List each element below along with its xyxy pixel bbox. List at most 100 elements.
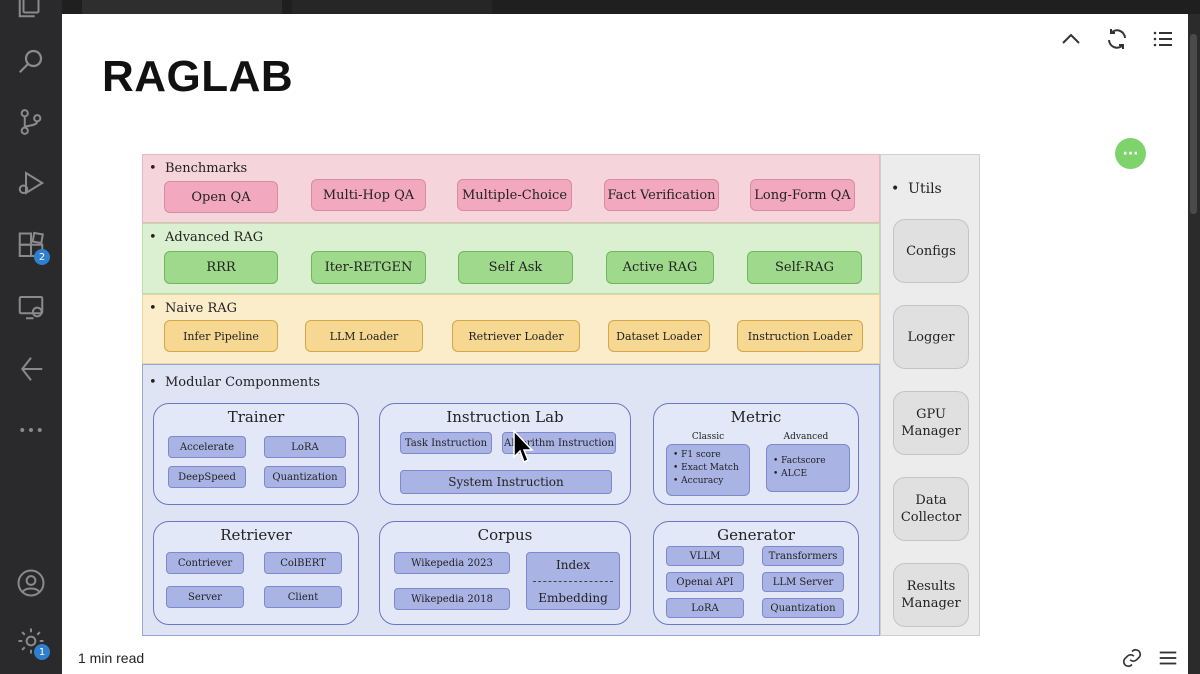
generator-transformers: Transformers bbox=[762, 546, 844, 566]
generator-title: Generator bbox=[717, 526, 795, 544]
metric-title: Metric bbox=[730, 408, 782, 426]
trainer-title: Trainer bbox=[227, 408, 285, 426]
activity-bar: 2 1 bbox=[0, 0, 62, 674]
menu-icon[interactable] bbox=[1156, 646, 1180, 670]
advanced-rag-label: Advanced RAG bbox=[165, 230, 264, 245]
naive-retriever-loader: Retriever Loader bbox=[452, 320, 580, 352]
more-options-icon[interactable]: ··· bbox=[1115, 138, 1146, 169]
trainer-lora: LoRA bbox=[264, 436, 346, 458]
corpus-embedding: Embedding bbox=[538, 590, 608, 605]
util-results-manager: Results Manager bbox=[893, 563, 969, 627]
refresh-icon[interactable] bbox=[1104, 26, 1130, 52]
instruction-task: Task Instruction bbox=[400, 432, 492, 454]
metric-f1-score: F1 score bbox=[673, 449, 743, 462]
instruction-lab-title: Instruction Lab bbox=[446, 408, 564, 426]
retriever-server: Server bbox=[166, 586, 244, 608]
metric-advanced-box: Factscore ALCE bbox=[766, 444, 850, 492]
remote-explorer-icon[interactable] bbox=[14, 290, 48, 324]
run-debug-icon[interactable] bbox=[14, 166, 48, 200]
search-icon[interactable] bbox=[14, 44, 48, 78]
more-icon[interactable] bbox=[14, 413, 48, 447]
trainer-deepspeed: DeepSpeed bbox=[168, 466, 246, 488]
tab-inactive[interactable] bbox=[292, 0, 492, 14]
corpus-index-embedding: Index Embedding bbox=[526, 552, 620, 610]
utils-label: Utils bbox=[908, 181, 942, 197]
benchmarks-label: Benchmarks bbox=[165, 161, 248, 176]
metric-accuracy: Accuracy bbox=[673, 475, 743, 488]
scrollbar[interactable] bbox=[1188, 14, 1200, 674]
explorer-icon[interactable] bbox=[14, 0, 48, 22]
settings-badge: 1 bbox=[34, 644, 50, 660]
retriever-contriever: Contriever bbox=[166, 552, 244, 574]
generator-vllm: VLLM bbox=[666, 546, 744, 566]
mouse-pointer-icon bbox=[513, 429, 534, 464]
settings-gear-icon[interactable]: 1 bbox=[14, 624, 50, 660]
read-time: 1 min read bbox=[78, 650, 145, 666]
naive-dataset-loader: Dataset Loader bbox=[608, 320, 710, 352]
metric-group: Metric Classic Advanced F1 score Exact M… bbox=[653, 403, 859, 505]
advanced-rag-band: •Advanced RAG RRR Iter-RETGEN Self Ask A… bbox=[142, 223, 880, 294]
retriever-title: Retriever bbox=[220, 526, 292, 544]
util-logger: Logger bbox=[893, 305, 969, 369]
outline-list-icon[interactable] bbox=[1150, 26, 1176, 52]
metric-factscore: Factscore bbox=[773, 455, 843, 468]
corpus-title: Corpus bbox=[477, 526, 533, 544]
naive-instruction-loader: Instruction Loader bbox=[737, 320, 863, 352]
metric-classic-label: Classic bbox=[691, 432, 725, 442]
generator-lora: LoRA bbox=[666, 598, 744, 618]
timeline-icon[interactable] bbox=[14, 352, 48, 386]
benchmark-fact-verification: Fact Verification bbox=[604, 179, 719, 211]
util-data-collector: Data Collector bbox=[893, 477, 969, 541]
scrollbar-thumb[interactable] bbox=[1190, 34, 1197, 214]
naive-rag-label: Naive RAG bbox=[165, 301, 238, 316]
utils-panel: • Utils Configs Logger GPU Manager Data … bbox=[880, 154, 980, 636]
tab-strip bbox=[62, 0, 1200, 14]
retriever-client: Client bbox=[264, 586, 342, 608]
account-icon[interactable] bbox=[14, 566, 48, 600]
advanced-self-ask: Self Ask bbox=[458, 251, 573, 284]
corpus-group: Corpus Wikepedia 2023 Wikepedia 2018 Ind… bbox=[379, 521, 631, 625]
source-control-icon[interactable] bbox=[14, 105, 48, 139]
instruction-system: System Instruction bbox=[400, 470, 612, 494]
metric-alce: ALCE bbox=[773, 468, 843, 481]
benchmark-multi-hop-qa: Multi-Hop QA bbox=[311, 179, 426, 211]
corpus-wikepedia-2018: Wikepedia 2018 bbox=[394, 588, 510, 610]
trainer-quantization: Quantization bbox=[264, 466, 346, 488]
tab-active[interactable] bbox=[82, 0, 282, 14]
extensions-badge: 2 bbox=[34, 249, 50, 265]
metric-classic-box: F1 score Exact Match Accuracy bbox=[666, 444, 750, 496]
advanced-self-rag: Self-RAG bbox=[747, 251, 862, 284]
benchmark-open-qa: Open QA bbox=[164, 181, 278, 213]
retriever-group: Retriever Contriever ColBERT Server Clie… bbox=[153, 521, 359, 625]
advanced-active-rag: Active RAG bbox=[606, 251, 714, 284]
markdown-preview: RAGLAB ··· •Benchmarks Open QA Multi-Hop… bbox=[62, 14, 1188, 674]
generator-openai-api: Openai API bbox=[666, 572, 744, 592]
benchmark-long-form-qa: Long-Form QA bbox=[750, 179, 855, 211]
retriever-colbert: ColBERT bbox=[264, 552, 342, 574]
naive-rag-band: •Naive RAG Infer Pipeline LLM Loader Ret… bbox=[142, 294, 880, 364]
advanced-rrr: RRR bbox=[164, 251, 278, 284]
raglab-architecture-figure: •Benchmarks Open QA Multi-Hop QA Multipl… bbox=[142, 154, 982, 638]
generator-group: Generator VLLM Transformers Openai API L… bbox=[653, 521, 859, 625]
benchmark-multiple-choice: Multiple-Choice bbox=[457, 179, 572, 211]
page-title: RAGLAB bbox=[102, 52, 294, 101]
instruction-lab-group: Instruction Lab Task Instruction Algorit… bbox=[379, 403, 631, 505]
modular-components-label: Modular Componments bbox=[165, 375, 320, 390]
link-icon[interactable] bbox=[1120, 646, 1144, 670]
extensions-icon[interactable]: 2 bbox=[14, 229, 50, 265]
chevron-up-icon[interactable] bbox=[1058, 26, 1084, 52]
naive-llm-loader: LLM Loader bbox=[305, 320, 423, 352]
metric-advanced-label: Advanced bbox=[783, 432, 829, 442]
modular-components-band: •Modular Componments Trainer Accelerate … bbox=[142, 364, 880, 636]
benchmarks-band: •Benchmarks Open QA Multi-Hop QA Multipl… bbox=[142, 154, 880, 223]
util-gpu-manager: GPU Manager bbox=[893, 391, 969, 455]
corpus-wikepedia-2023: Wikepedia 2023 bbox=[394, 552, 510, 574]
generator-llm-server: LLM Server bbox=[762, 572, 844, 592]
advanced-iter-retgen: Iter-RETGEN bbox=[311, 251, 426, 284]
corpus-index: Index bbox=[555, 557, 591, 572]
metric-exact-match: Exact Match bbox=[673, 462, 743, 475]
trainer-accelerate: Accelerate bbox=[168, 436, 246, 458]
util-configs: Configs bbox=[893, 219, 969, 283]
trainer-group: Trainer Accelerate LoRA DeepSpeed Quanti… bbox=[153, 403, 359, 505]
naive-infer-pipeline: Infer Pipeline bbox=[164, 320, 278, 352]
